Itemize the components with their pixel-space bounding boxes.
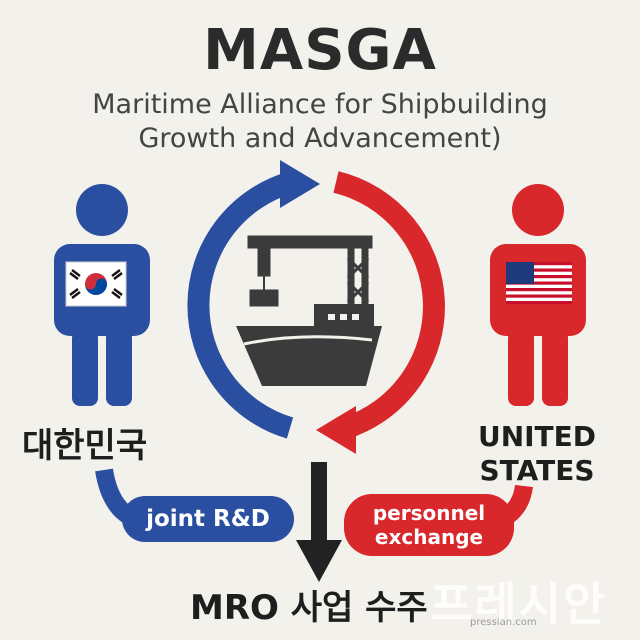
subtitle: Maritime Alliance for Shipbuilding Growt… [0,88,640,156]
korean-flag-icon [65,261,127,307]
watermark-url: pressian.com [470,617,537,628]
ship-icon [236,304,382,386]
personnel-exchange-pill: personnel exchange [344,494,514,556]
down-arrow-icon [296,462,342,582]
personnel-exchange-line-2: exchange [374,525,484,549]
us-flag-icon [506,262,572,304]
outcome-label: MRO 사업 수주 [190,588,428,628]
us-label: UNITED STATES [462,420,612,488]
subtitle-line-2: Growth and Advancement) [138,123,502,154]
personnel-exchange-line-1: personnel [372,501,486,525]
subtitle-line-1: Maritime Alliance for Shipbuilding [92,89,548,120]
korea-label: 대한민국 [22,426,148,466]
watermark-logo: 프레시안 [430,577,608,631]
joint-rd-pill: joint R&D [122,496,294,542]
crane-icon [247,235,373,311]
page-title: MASGA [203,18,437,83]
us-label-line-1: UNITED [477,420,597,453]
us-label-line-2: STATES [479,454,595,487]
cycle-arrows-icon [187,160,445,454]
